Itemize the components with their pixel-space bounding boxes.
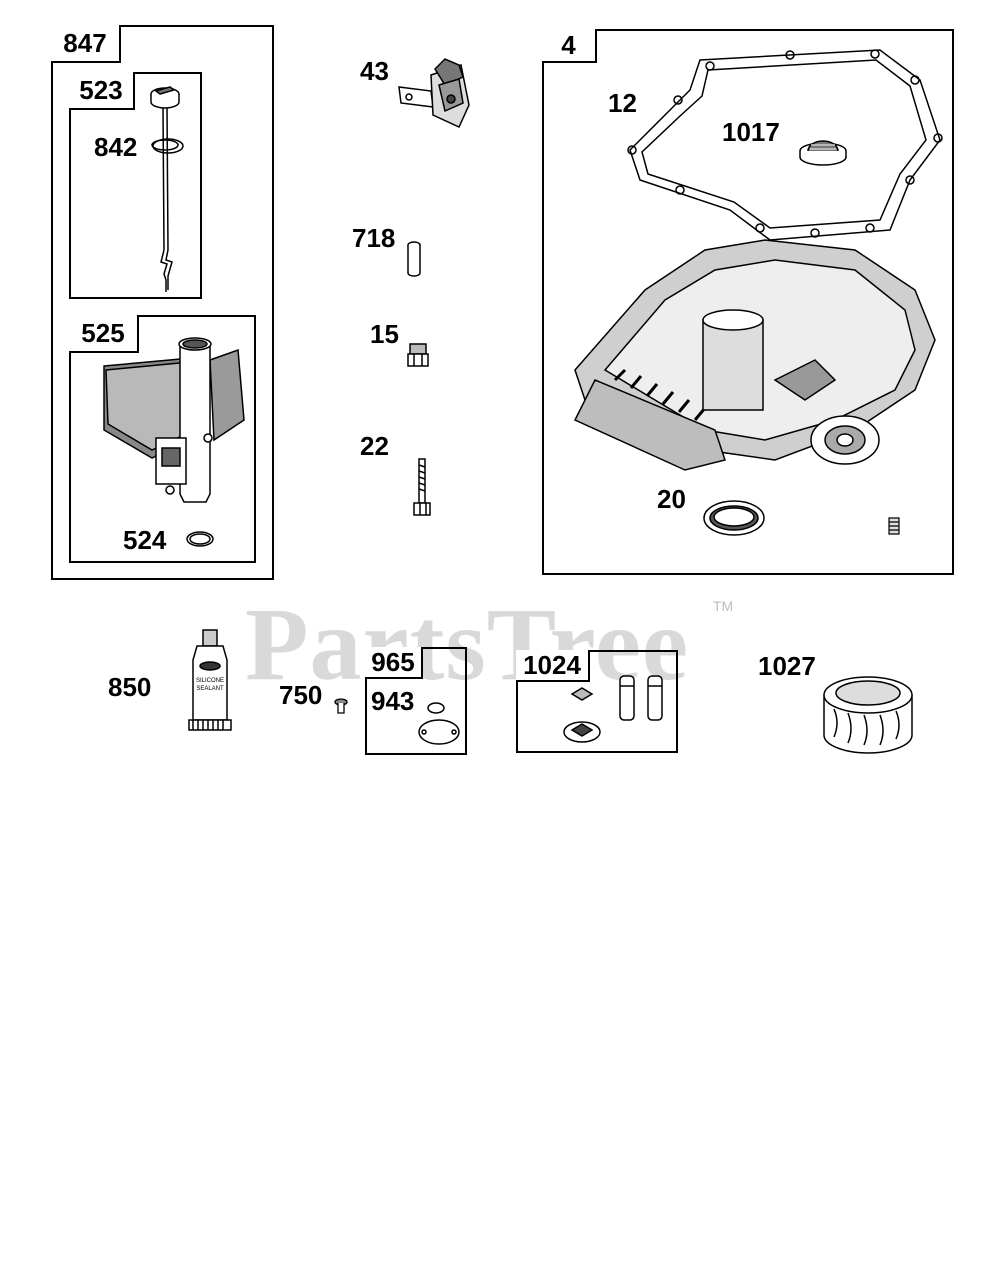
- group-4-frame: [542, 29, 954, 575]
- group-1024-tag: 1024: [516, 650, 590, 682]
- oil-seal-art: [700, 496, 768, 540]
- group-525-tag: 525: [69, 315, 139, 353]
- callout-750: 750: [279, 680, 323, 710]
- group-847-tag: 847: [51, 25, 121, 63]
- group-523-tag: 523: [69, 72, 135, 110]
- o-ring-524-art: [184, 528, 216, 550]
- hex-screw-art: [410, 455, 434, 521]
- watermark-trademark: TM: [713, 598, 734, 614]
- o-ring-842-art: [150, 136, 186, 156]
- sealant-label-line1: SILICONE: [196, 678, 224, 684]
- callout-718: 718: [352, 223, 396, 253]
- group-847-frame: [51, 25, 274, 580]
- oil-fill-tube-art: [100, 330, 250, 510]
- breather-plug-art: [886, 516, 902, 536]
- sealant-label-line2: SEALANT: [196, 686, 224, 692]
- group-1024-frame: [516, 650, 678, 753]
- callout-524: 524: [123, 525, 167, 555]
- dipstick-art: [140, 80, 200, 295]
- callout-20: 20: [657, 484, 686, 514]
- callout-1027: 1027: [758, 651, 816, 681]
- sealant-tube-art: SILICONE SEALANT: [185, 626, 235, 734]
- cover-gasket-art: [415, 698, 465, 748]
- dowel-pin-art: [404, 240, 424, 280]
- callout-15: 15: [370, 319, 399, 349]
- group-525-frame: [69, 315, 256, 563]
- drain-plug-art: [406, 340, 430, 370]
- group-4-tag: 4: [542, 29, 597, 63]
- callout-22: 22: [360, 431, 389, 461]
- governor-control-art: [395, 55, 475, 130]
- sump-gasket-art: [620, 40, 950, 250]
- callout-943: 943: [371, 686, 415, 716]
- callout-43: 43: [360, 56, 389, 86]
- group-523-frame: [69, 72, 202, 299]
- callout-842: 842: [94, 132, 138, 162]
- callout-850: 850: [108, 672, 152, 702]
- oil-filter-art: [818, 665, 918, 755]
- group-965-tag: 965: [365, 647, 423, 679]
- callout-1017: 1017: [722, 117, 780, 147]
- sump-cover-art: [565, 230, 940, 490]
- small-screw-art: [333, 697, 349, 717]
- callout-12: 12: [608, 88, 637, 118]
- oil-screen-art: [796, 135, 850, 169]
- oil-pump-rotor-art: [560, 672, 668, 748]
